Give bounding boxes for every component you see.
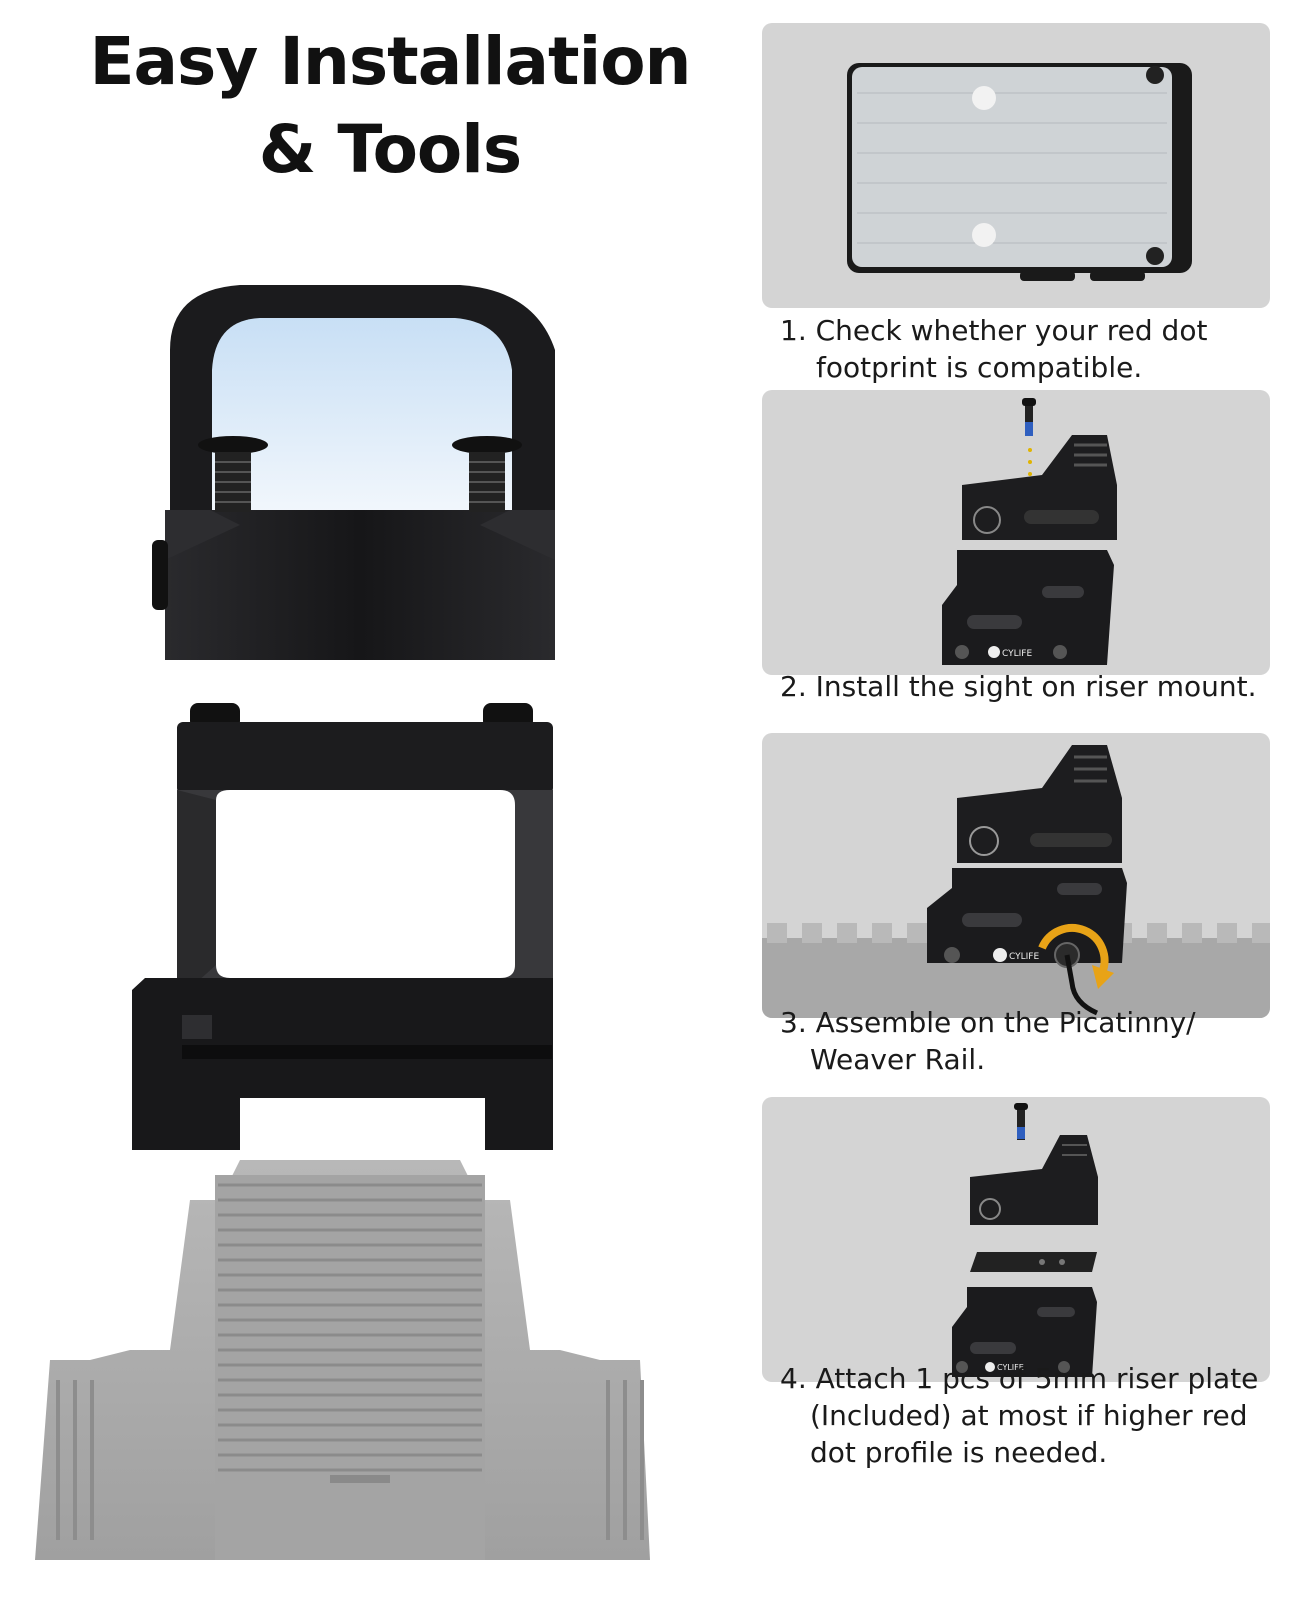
step-3-brand-logo: CYLIFE — [1009, 952, 1039, 962]
footprint-plate-illustration — [847, 63, 1192, 281]
step-3-line-1: 3. Assemble on the Picatinny/ — [780, 1006, 1196, 1039]
step-3-caption: 3. Assemble on the Picatinny/ Weaver Rai… — [780, 1004, 1270, 1078]
step-2-caption: 2. Install the sight on riser mount. — [780, 668, 1270, 705]
title-line-1: Easy Installation — [89, 23, 691, 100]
step-4-line-1: 4. Attach 1 pcs of 5mm riser plate — [780, 1362, 1259, 1395]
rotate-arrow-icon — [1038, 924, 1109, 975]
rail-grooves — [218, 1183, 482, 1472]
exploded-mount-illustration — [35, 285, 650, 1560]
step-3-line-2: Weaver Rail. — [810, 1043, 986, 1076]
riser-plate-illustration: CYLIFE — [952, 1103, 1098, 1377]
title-line-2: & Tools — [258, 111, 522, 188]
step-3-image: CYLIFE — [762, 733, 1270, 1018]
step-1-line-1: 1. Check whether your red dot — [780, 314, 1208, 347]
step-1-line-2: footprint is compatible. — [816, 351, 1143, 384]
step-4-line-3: dot profile is needed. — [810, 1436, 1108, 1469]
red-dot-sight — [152, 285, 555, 660]
step-4-line-2: (Included) at most if higher red — [810, 1399, 1248, 1432]
picatinny-rail-base — [35, 1160, 650, 1560]
page-title: Easy Installation & Tools — [40, 18, 740, 194]
step-4-brand-logo: CYLIFE — [997, 1363, 1024, 1372]
step-2-line-1: 2. Install the sight on riser mount. — [780, 670, 1257, 703]
step-2-brand-logo: CYLIFE — [1002, 649, 1032, 659]
sight-on-riser-illustration: CYLIFE — [942, 398, 1117, 665]
sight-screw-right — [452, 436, 522, 512]
step-1-image — [762, 23, 1270, 308]
step-4-caption: 4. Attach 1 pcs of 5mm riser plate (Incl… — [780, 1360, 1270, 1471]
step-2-image: CYLIFE — [762, 390, 1270, 675]
step-4-image: CYLIFE — [762, 1097, 1270, 1382]
sight-screw-left — [198, 436, 268, 512]
step-1-caption: 1. Check whether your red dot footprint … — [780, 312, 1270, 386]
rail-assembly-illustration: CYLIFE — [762, 745, 1270, 1018]
riser-mount — [132, 703, 553, 1150]
